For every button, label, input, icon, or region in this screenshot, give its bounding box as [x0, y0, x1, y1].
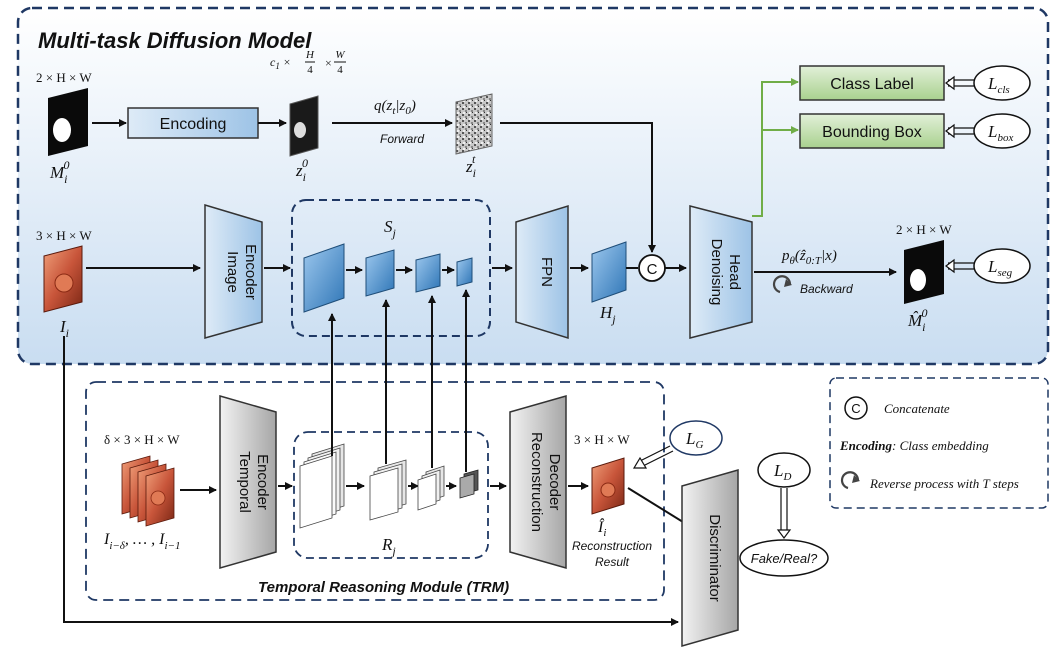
trm-frame	[85, 381, 665, 601]
fake-real-node	[739, 539, 829, 577]
backward-icon	[772, 275, 792, 294]
s-feature-2	[365, 249, 395, 297]
S-label: Sj	[384, 217, 397, 240]
forward-label: Forward	[380, 132, 424, 146]
loss-cls-node	[973, 65, 1031, 101]
fpn-label: FPN	[538, 257, 555, 287]
r-feature-1	[299, 443, 345, 529]
legend-reverse-text: Reverse process with T steps	[869, 476, 1019, 491]
z0-name: zi0	[295, 156, 308, 184]
encoding-label: Encoding	[160, 116, 227, 133]
legend-box	[829, 377, 1049, 509]
mask-blob	[53, 118, 71, 142]
main-title: Multi-task Diffusion Model	[38, 28, 312, 53]
out-dim: 2 × H × W	[896, 222, 952, 237]
loss-G-label: LG	[685, 429, 703, 451]
seq-dim: δ × 3 × H × W	[104, 432, 180, 447]
mask-name: Mi0	[49, 158, 70, 186]
backward-label: Backward	[800, 282, 853, 296]
trm-title: Temporal Reasoning Module (TRM)	[258, 579, 509, 596]
p-formula: pθ(ẑ0:T|x)	[781, 248, 837, 267]
discriminator-label: Discriminator	[706, 514, 723, 602]
legend-concat-text: Concatenate	[884, 401, 950, 416]
denoising-head-label-1: Denoising	[708, 239, 725, 306]
sj-feature-group	[291, 199, 491, 337]
loss-cls-label: Lcls	[987, 74, 1010, 96]
s-feature-3	[415, 253, 441, 293]
image-encoder-label-1: Image	[224, 251, 241, 293]
encoding-block	[127, 107, 259, 139]
svg-text:W: W	[335, 49, 345, 61]
bounding-box-text: Bounding Box	[822, 124, 922, 141]
denoising-head-label-2: Head	[726, 254, 743, 290]
svg-text:4: 4	[307, 64, 313, 76]
legend-encoding: Encoding: Class embedding	[839, 438, 989, 453]
loss-seg-node	[973, 248, 1031, 284]
temporal-encoder-label-2: Encoder	[254, 454, 271, 510]
image-encoder-block	[204, 203, 263, 339]
zt-name: zit	[465, 152, 476, 180]
q-formula: q(zt|z0)	[374, 98, 416, 117]
denoising-head-block	[689, 205, 753, 339]
r-feature-3	[417, 465, 445, 511]
svg-text:4: 4	[337, 64, 343, 76]
latent-dim: c1×	[270, 55, 291, 71]
loss-D-node	[757, 452, 811, 488]
svg-text:×: ×	[325, 56, 332, 70]
rj-feature-group	[293, 431, 489, 559]
bounding-box-block	[799, 113, 945, 149]
s-feature-4	[456, 257, 473, 287]
r-feature-4	[459, 469, 479, 499]
h-feature	[591, 241, 627, 303]
fpn-block	[515, 204, 569, 340]
class-label-block	[799, 65, 945, 101]
legend-concat-icon	[844, 396, 868, 420]
legend-reverse-icon	[840, 471, 860, 490]
recon-dim: 3 × H × W	[574, 432, 630, 447]
loss-G-node	[669, 420, 723, 456]
r-feature-2	[369, 459, 407, 521]
temporal-encoder-label-1: Temporal	[236, 451, 253, 513]
main-frame	[16, 6, 1050, 366]
discriminator-block	[681, 469, 739, 647]
reconstruction-decoder-label-1: Reconstruction	[528, 432, 545, 532]
loss-D-label: LD	[773, 461, 791, 483]
loss-box-node	[973, 113, 1031, 149]
sequence-frames	[121, 455, 175, 527]
svg-text:C: C	[851, 401, 860, 416]
recon-result-line1: Reconstruction	[572, 539, 652, 553]
H-label: Hj	[599, 303, 616, 326]
output-mask-image	[904, 240, 944, 304]
image-dim: 3 × H × W	[36, 228, 92, 243]
loss-seg-label: Lseg	[987, 257, 1013, 279]
image-name: Ii	[59, 317, 69, 340]
reconstruction-decoder-block	[509, 395, 567, 569]
seq-name: Ii−δ, … , Ii−1	[103, 531, 180, 552]
fake-real-label: Fake/Real?	[751, 551, 818, 566]
noisy-latent-image	[455, 93, 493, 155]
reconstruction-decoder-label-2: Decoder	[546, 454, 563, 511]
recon-result-line2: Result	[595, 555, 630, 569]
recon-name: Îi	[597, 517, 606, 539]
out-name: M̂i0	[907, 306, 928, 334]
temporal-encoder-block	[219, 395, 277, 569]
s-feature-1	[303, 243, 345, 313]
svg-text:H: H	[305, 49, 315, 61]
mask-dim: 2 × H × W	[36, 70, 92, 85]
image-encoder-label-2: Encoder	[242, 244, 259, 300]
class-label-text: Class Label	[830, 76, 914, 93]
concat-symbol: C	[647, 261, 658, 278]
loss-box-label: Lbox	[987, 122, 1013, 144]
R-label: Rj	[381, 535, 396, 558]
